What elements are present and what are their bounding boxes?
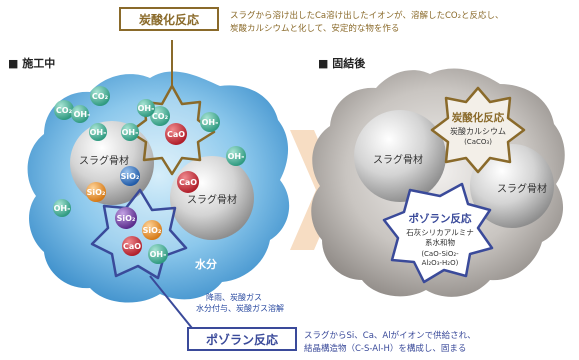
oh-particle [200,112,220,132]
oh-label: OH- [202,118,219,127]
top-callout-box [119,7,219,31]
cao-label: CaO [167,130,185,139]
oh-particle [53,199,71,217]
carbonation-right-line2: (CaCO₃) [464,138,492,146]
right-aggregate-2-label: スラグ骨材 [497,182,547,195]
oh-particle [226,146,246,166]
left-panel-title: ■ 施工中 [8,56,55,70]
carbonation-right-title: 炭酸化反応 [452,111,505,124]
left-aggregate-1-label: スラグ骨材 [79,154,129,167]
pozzolan-right-line1: 石灰シリカアルミナ [406,227,473,237]
oh-label: OH- [54,204,71,213]
right-aggregate-2 [470,144,554,228]
sio2-label: SiO₂ [143,226,162,235]
rain-note-line2: 水分付与、炭酸ガス溶解 [196,303,284,313]
water-label: 水分 [195,257,217,271]
carbonation-star-right [430,86,526,174]
bottom-callout-text-line2: 結晶構造物（C-S-Al-H）を構成し、固まる [304,343,466,354]
sio2-label: SiO₂ [117,214,136,223]
carbonation-right-line1: 炭酸カルシウム [450,126,506,136]
sio2-particle [120,166,140,186]
cao-particle [165,123,187,145]
top-callout-label: 炭酸化反応 [139,12,199,27]
co2-particle [150,106,170,126]
oh-particle [71,105,89,123]
pozzolan-right-line4: Al₂O₃-H₂O) [422,259,459,267]
oh-particle [121,123,139,141]
oh-label: OH- [150,250,167,259]
cao-label: CaO [123,242,141,251]
oh-particle [137,99,155,117]
pozzolan-star-right [382,182,494,284]
co2-label: CO₂ [152,112,169,121]
cao-particle [177,171,199,193]
particles-left [53,86,246,264]
oh-label: OH- [74,110,91,119]
co2-label: CO₂ [92,92,109,101]
pozzolan-right-line2: 系水和物 [425,237,455,247]
sio2-particle [86,182,106,202]
co2-particle [54,100,74,120]
sio2-label: SiO₂ [121,172,140,181]
cao-particle [122,236,142,256]
bottom-callout-box [187,327,297,351]
cao-label: CaO [179,178,197,187]
left-aggregate-2-label: スラグ骨材 [187,193,237,206]
sio2-particle [115,207,137,229]
sio2-label: SiO₂ [87,188,106,197]
top-callout-text-line2: 炭酸カルシウムと化して、安定的な物を作る [230,23,399,34]
rain-note-line1: 降雨、炭酸ガス [206,292,262,302]
co2-label: CO₂ [56,106,73,115]
oh-label: OH- [228,152,245,161]
right-panel-title: ■ 固結後 [318,56,366,70]
oh-label: OH- [122,128,139,137]
bottom-callout-label: ポゾラン反応 [206,332,278,347]
right-aggregate-1 [354,110,446,202]
pozzolan-right-title: ポゾラン反応 [409,212,472,225]
oh-particle [89,123,107,141]
pozzolan-right-line3: (CaO-SiO₂- [421,250,459,258]
oh-label: OH- [138,104,155,113]
top-callout-text-line1: スラグから溶け出したCa溶け出したイオンが、溶解したCO₂と反応し、 [230,10,504,21]
co2-particle [90,86,110,106]
oh-label: OH- [90,128,107,137]
sio2-particle [142,220,162,240]
particle-labels: CO₂ CO₂ CO₂ OH- OH- OH- OH- OH- OH- OH- … [54,92,245,259]
oh-particle [148,244,168,264]
bottom-callout-text-line1: スラグからSi、Ca、Alがイオンで供給され、 [304,330,476,341]
right-aggregate-1-label: スラグ骨材 [373,153,423,166]
